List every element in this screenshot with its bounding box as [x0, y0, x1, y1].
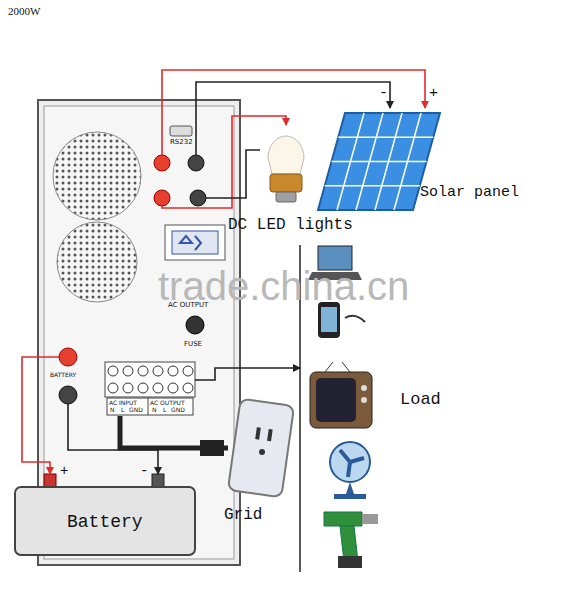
part-label: L — [121, 407, 124, 413]
node-label: FUSE — [184, 340, 202, 348]
panel-grid — [332, 161, 427, 163]
node-label: Load — [400, 390, 441, 409]
wire — [162, 70, 425, 155]
part-label: + — [429, 86, 438, 101]
part-label: L — [163, 407, 166, 413]
panel-grid — [325, 185, 420, 187]
node-label: RS232 — [170, 138, 193, 146]
part-label: - — [140, 464, 148, 478]
screw — [183, 383, 193, 393]
diagram-node: Solar panel — [315, 108, 445, 213]
part-label: + — [60, 464, 68, 478]
screw — [153, 383, 163, 393]
screw — [123, 383, 133, 393]
wire — [195, 368, 300, 380]
node-label: Solar panel — [420, 184, 519, 201]
diagram-node: DC LED lights — [260, 125, 312, 207]
diagram-node: RS232 AC OUTPUT FUSE BATTERY — [38, 100, 240, 565]
panel-grid — [338, 137, 433, 139]
part-label: N — [152, 407, 157, 413]
screw — [168, 383, 178, 393]
screw — [123, 366, 133, 376]
screw — [138, 366, 148, 376]
part-label: GND — [171, 407, 185, 413]
screw — [108, 366, 118, 376]
node-label: DC LED lights — [228, 216, 353, 234]
screw — [168, 366, 178, 376]
part-label: 2000W — [8, 6, 40, 17]
node-label: Grid — [224, 506, 262, 524]
watermark: trade.china.cn — [158, 266, 409, 306]
diagram-node: Grid — [228, 398, 292, 498]
part-label: GND — [129, 407, 143, 413]
wire — [196, 82, 390, 155]
part-label: AC INPUT — [109, 400, 137, 406]
diagram-node: Battery — [15, 474, 195, 558]
node-label: BATTERY — [50, 371, 76, 378]
part-label: - — [379, 86, 388, 101]
screw — [153, 366, 163, 376]
node-label: Battery — [67, 512, 143, 532]
part-label: N — [110, 407, 115, 413]
panel-grid — [394, 113, 421, 210]
screw — [183, 366, 193, 376]
part-label: AC OUTPUT — [150, 400, 185, 406]
wire — [206, 150, 260, 198]
power-cord — [120, 416, 228, 448]
screw — [108, 383, 118, 393]
screw — [138, 383, 148, 393]
wire — [162, 116, 286, 208]
